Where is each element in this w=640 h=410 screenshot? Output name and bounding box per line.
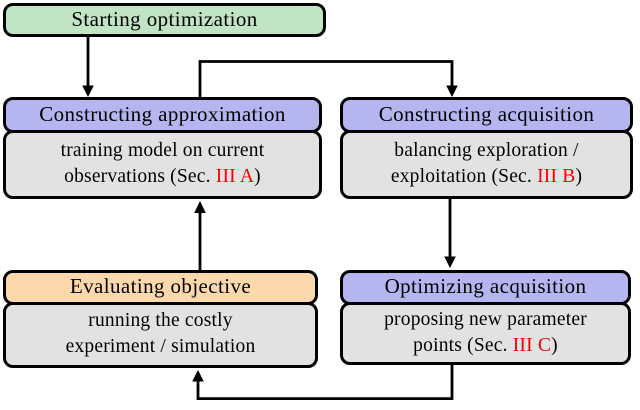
node-constructing-acquisition: Constructing acquisition balancing explo… [340,97,633,199]
optimizing-acquisition-title: Optimizing acquisition [384,274,587,298]
node-constructing-approximation: Constructing approximation training mode… [3,97,322,199]
arrowhead-up-approximation [194,201,206,213]
body-line: observations (Sec. III A) [64,165,261,187]
arrowhead-up-objective [192,370,204,382]
section-ref: III C [512,334,552,356]
body-line: balancing exploration / [394,139,579,161]
optimizing-acquisition-header: Optimizing acquisition [340,270,631,305]
edge-optimizing-to-objective [196,362,454,400]
body-line: exploitation (Sec. III B) [390,165,583,187]
evaluating-objective-body: running the costly experiment / simulati… [3,302,318,368]
constructing-approximation-header: Constructing approximation [3,97,322,133]
constructing-approximation-title: Constructing approximation [39,101,286,126]
body-line: proposing new parameter [384,308,587,330]
optimizing-acquisition-body: proposing new parameter points (Sec. III… [340,302,631,365]
arrowhead-down-acquisition [446,85,458,97]
section-ref: III A [215,165,255,187]
arrowhead-down-optimizing [444,256,456,268]
constructing-acquisition-title: Constructing acquisition [378,101,595,126]
node-optimizing-acquisition: Optimizing acquisition proposing new par… [340,270,631,365]
constructing-approximation-body: training model on current observations (… [3,130,322,199]
constructing-acquisition-header: Constructing acquisition [340,97,633,133]
node-starting-optimization: Starting optimization [3,3,326,37]
edge-approximation-to-acquisition [198,60,454,98]
section-ref: III B [537,165,576,187]
starting-optimization-box: Starting optimization [3,3,326,37]
arrowhead-down-approximation [82,85,94,97]
node-evaluating-objective: Evaluating objective running the costly … [3,270,318,368]
body-line: training model on current [60,139,265,161]
evaluating-objective-header: Evaluating objective [3,270,318,305]
starting-optimization-label: Starting optimization [71,6,258,31]
body-line: running the costly [88,310,233,331]
body-line: experiment / simulation [65,336,256,357]
evaluating-objective-title: Evaluating objective [69,274,252,298]
constructing-acquisition-body: balancing exploration / exploitation (Se… [340,130,633,199]
body-line: points (Sec. III C) [413,334,558,356]
